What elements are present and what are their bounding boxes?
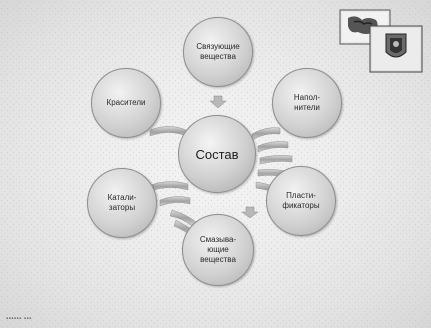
node-catalysts: Катали- заторы: [87, 168, 157, 238]
coat-of-arms-icon: [369, 25, 423, 73]
page-number-mark: ▪▪▪▪▪▪ ▪▪▪: [6, 316, 32, 322]
node-dyes: Красители: [91, 68, 161, 138]
node-plasticizers: Пласти- фикаторы: [266, 166, 336, 236]
ribbon-left: [147, 126, 191, 207]
node-center-composition: Состав: [178, 115, 256, 193]
arrow-up: [209, 95, 227, 109]
arrow-down-right: [241, 206, 259, 219]
node-binders: Связующие вещества: [183, 17, 253, 87]
node-lubricants: Смазыва- ющие вещества: [182, 214, 254, 286]
flag-icon: [339, 9, 391, 45]
node-fillers: Напол- нители: [272, 68, 342, 138]
flag-coat-of-arms-images: [339, 9, 423, 73]
